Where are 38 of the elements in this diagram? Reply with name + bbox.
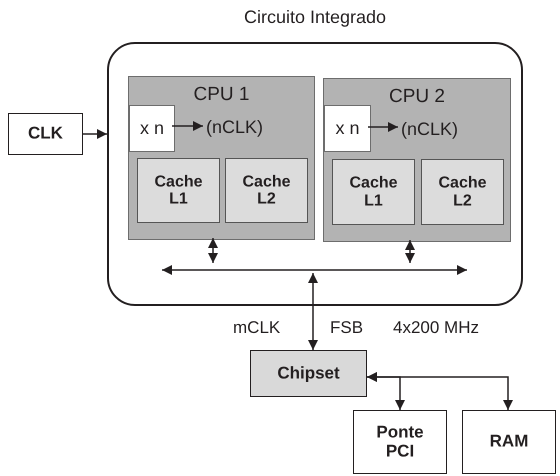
multiplier-label: x n [138,119,165,139]
arrow [308,273,318,350]
cache-box [137,158,220,223]
component-box [462,410,556,474]
bus-label: mCLK [233,318,280,338]
processor-box [323,78,511,242]
bus-line [162,265,467,275]
multiplier-label: x n [334,119,360,139]
chipset-box [250,350,367,397]
arrow [367,372,513,410]
bus-label: FSB [330,318,364,338]
speed-label: 4x200 MHz [393,318,479,338]
arrow [83,129,107,139]
chip-title: Circuito Integrado [242,8,388,28]
multiplier-box [129,105,175,152]
component-label: CLK [27,124,64,144]
component-box [353,410,447,474]
arrow [405,240,415,263]
processor-box [128,76,315,240]
component-label: Ponte PCI [375,423,425,461]
cache-label: Cache L1 [348,174,399,210]
processor-title: CPU 1 [192,85,250,106]
component-label: RAM [488,432,530,452]
arrow [208,238,218,263]
component-label: Chipset [276,364,341,383]
arrow [172,121,203,131]
cache-label: Cache L2 [437,174,488,210]
cache-label: Cache L1 [153,172,204,208]
component-box [8,113,83,155]
cache-box [421,159,504,225]
clock-label: (nCLK) [401,120,460,140]
clock-label: (nCLK) [206,118,264,138]
processor-title: CPU 2 [388,87,446,108]
arrow [368,122,398,132]
cache-box [225,158,308,223]
cache-box [332,159,415,225]
cache-label: Cache L2 [241,172,292,208]
multiplier-box [324,105,371,152]
